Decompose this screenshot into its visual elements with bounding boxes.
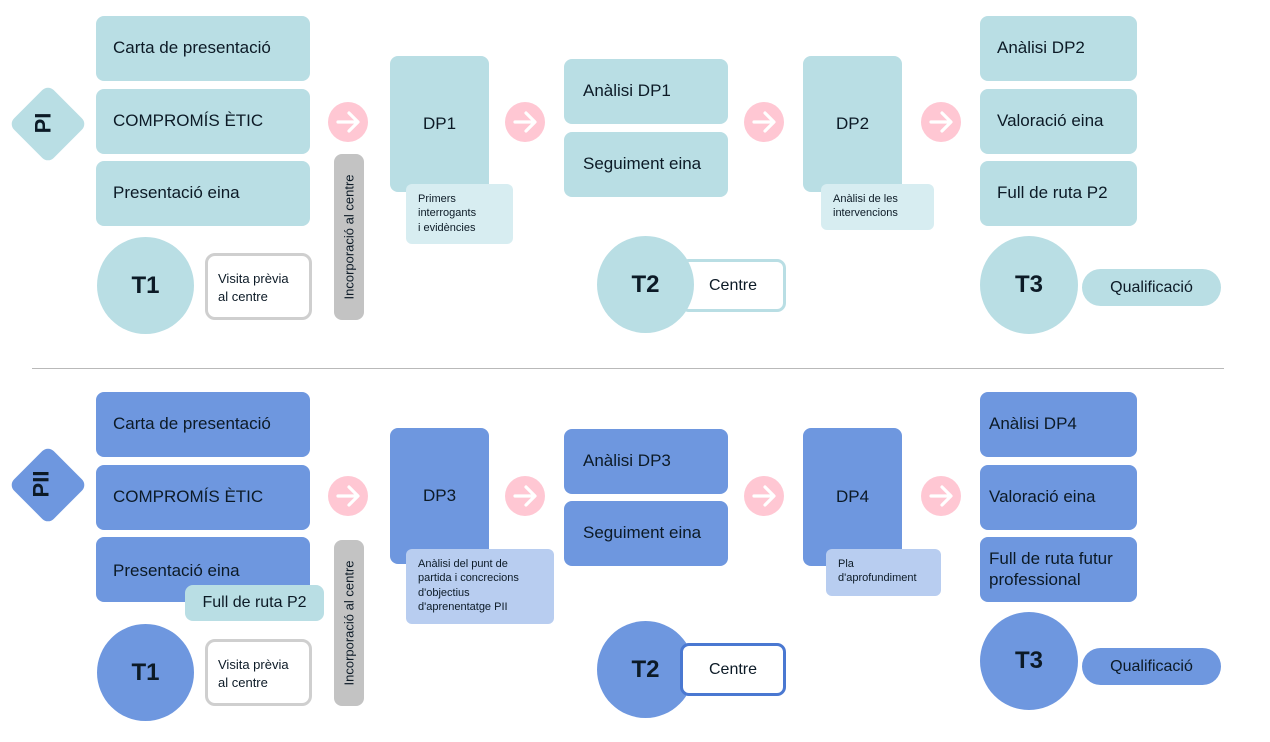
phase2-dp3-label: DP3: [422, 485, 457, 505]
phase2-qualification-label: Qualificació: [1110, 657, 1193, 675]
phase2-incorporation-label: Incorporació al centre: [341, 560, 357, 686]
phase1-t2-circle: T2: [597, 236, 694, 333]
phase2-dp3-note-line2: partida i concrecions: [418, 572, 519, 585]
phase2-arrow-icon-3: [744, 476, 784, 516]
phase2-centre-label: Centre: [708, 660, 758, 678]
phase1-visit-line1: Visita prèvia: [218, 271, 289, 286]
phase1-dp1-note-line3: i evidències: [418, 221, 476, 234]
phase1-ethics-label: COMPROMÍS ÈTIC: [113, 111, 264, 131]
phase1-roadmap-label: Full de ruta P2: [997, 183, 1108, 203]
phase2-dp4-note: Pla d'aprofundiment: [826, 549, 941, 596]
phase2-evaluation-label: Valoració eina: [989, 487, 1096, 507]
phase2-roadmap-label: Full de ruta futur professional: [989, 549, 1113, 589]
phase2-visit-line2: al centre: [218, 674, 268, 690]
phase2-roadmap-box: Full de ruta futur professional: [980, 537, 1137, 602]
phase2-dp3-note-line3: d'objectius: [418, 586, 470, 599]
phase2-tracking-label: Seguiment eina: [583, 523, 702, 543]
phase2-ethics-box: COMPROMÍS ÈTIC: [96, 465, 310, 530]
phase2-arrow-icon-1: [328, 476, 368, 516]
phase2-tool-label: Presentació eina: [113, 561, 240, 581]
phase1-tracking-label: Seguiment eina: [583, 154, 702, 174]
phase1-analysis-dp2-box: Anàlisi DP2: [980, 16, 1137, 81]
phase1-analysis-dp1-label: Anàlisi DP1: [583, 81, 671, 101]
phase2-letter-label: Carta de presentació: [113, 414, 271, 434]
phase2-t1-label: T1: [131, 658, 160, 686]
phase2-ethics-label: COMPROMÍS ÈTIC: [113, 487, 264, 507]
phase1-dp2-note-line2: intervencions: [833, 207, 898, 220]
phase2-t1-circle: T1: [97, 624, 194, 721]
phase1-arrow-icon-3: [744, 102, 784, 142]
phase1-roadmap-box: Full de ruta P2: [980, 161, 1137, 226]
phase2-t3-label: T3: [1014, 647, 1043, 674]
phase2-letter-box: Carta de presentació: [96, 392, 310, 457]
phase2-centre-box: Centre: [680, 643, 786, 696]
phase1-t1-label: T1: [131, 271, 160, 299]
phase1-tool-label: Presentació eina: [113, 183, 240, 203]
phase2-route-tag: Full de ruta P2: [185, 585, 324, 621]
phase2-dp3-note: Anàlisi del punt de partida i concrecion…: [406, 549, 554, 624]
phase2-incorporation-bar: Incorporació al centre: [334, 540, 364, 706]
phase2-dp3-note-line4: d'aprenentatge PII: [418, 600, 508, 613]
phase1-evaluation-label: Valoració eina: [997, 111, 1104, 131]
phase1-dp1-note-line2: interrogants: [418, 207, 477, 220]
phase1-analysis-dp1-box: Anàlisi DP1: [564, 59, 728, 124]
phase1-evaluation-box: Valoració eina: [980, 89, 1137, 154]
phase2-qualification-pill: Qualificació: [1082, 648, 1221, 685]
phase-divider: [32, 368, 1224, 369]
phase2-analysis-dp3-label: Anàlisi DP3: [583, 451, 671, 471]
phase2-analysis-dp3-box: Anàlisi DP3: [564, 429, 728, 494]
phase1-visit-box: Visita prèvia al centre: [205, 253, 312, 320]
phase1-t3-circle: T3: [980, 236, 1078, 334]
phase1-dp2-label: DP2: [835, 113, 870, 133]
phase1-visit-line2: al centre: [218, 288, 268, 304]
phase1-letter-label: Carta de presentació: [113, 38, 271, 58]
phase1-qualification-pill: Qualificació: [1082, 269, 1221, 306]
phase2-t2-circle: T2: [597, 621, 694, 718]
phase2-dp3-box: DP3: [390, 428, 489, 564]
phase2-dp4-box: DP4: [803, 428, 902, 566]
phase1-centre-box: Centre: [680, 259, 786, 312]
phase2-evaluation-box: Valoració eina: [980, 465, 1137, 530]
phase1-t1-circle: T1: [97, 237, 194, 334]
phase2-dp3-note-line1: Anàlisi del punt de: [418, 558, 508, 570]
phase1-dp2-note-line1: Anàlisi de les: [833, 193, 898, 205]
phase1-t3-label: T3: [1014, 271, 1043, 298]
phase2-dp4-note-line2: d'aprofundiment: [838, 572, 917, 585]
phase2-tracking-box: Seguiment eina: [564, 501, 728, 566]
phase2-route-tag-label: Full de ruta P2: [202, 594, 307, 611]
phase1-dp1-note: Primers interrogants i evidències: [406, 184, 513, 244]
phase1-dp2-box: DP2: [803, 56, 902, 192]
phase1-centre-label: Centre: [708, 276, 758, 294]
phase1-t2-label: T2: [631, 270, 660, 298]
phase1-ethics-box: COMPROMÍS ÈTIC: [96, 89, 310, 154]
phase2-analysis-dp4-label: Anàlisi DP4: [989, 414, 1077, 434]
phase2-label: PII: [28, 470, 54, 498]
phase2-dp4-label: DP4: [835, 486, 870, 506]
phase1-qualification-label: Qualificació: [1110, 278, 1193, 296]
phase1-incorporation-label: Incorporació al centre: [341, 174, 357, 300]
phase1-arrow-icon-4: [921, 102, 961, 142]
phase2-arrow-icon-2: [505, 476, 545, 516]
phase2-arrow-icon-4: [921, 476, 961, 516]
phase1-analysis-dp2-label: Anàlisi DP2: [997, 38, 1085, 58]
phase1-label: PI: [30, 112, 56, 134]
phase1-dp2-note: Anàlisi de les intervencions: [821, 184, 934, 230]
phase1-dp1-note-line1: Primers: [418, 193, 456, 205]
phase1-dp1-box: DP1: [390, 56, 489, 192]
phase2-t2-label: T2: [631, 655, 660, 683]
phase1-arrow-icon-2: [505, 102, 545, 142]
phase2-t3-circle: T3: [980, 612, 1078, 710]
phase1-incorporation-bar: Incorporació al centre: [334, 154, 364, 320]
phase2-dp4-note-line1: Pla: [838, 558, 854, 570]
phase2-analysis-dp4-box: Anàlisi DP4: [980, 392, 1137, 457]
phase1-tracking-box: Seguiment eina: [564, 132, 728, 197]
phase1-arrow-icon-1: [328, 102, 368, 142]
phase1-letter-box: Carta de presentació: [96, 16, 310, 81]
phase2-visit-box: Visita prèvia al centre: [205, 639, 312, 706]
phase1-tool-box: Presentació eina: [96, 161, 310, 226]
phase2-visit-line1: Visita prèvia: [218, 657, 289, 672]
phase1-dp1-label: DP1: [422, 113, 457, 133]
